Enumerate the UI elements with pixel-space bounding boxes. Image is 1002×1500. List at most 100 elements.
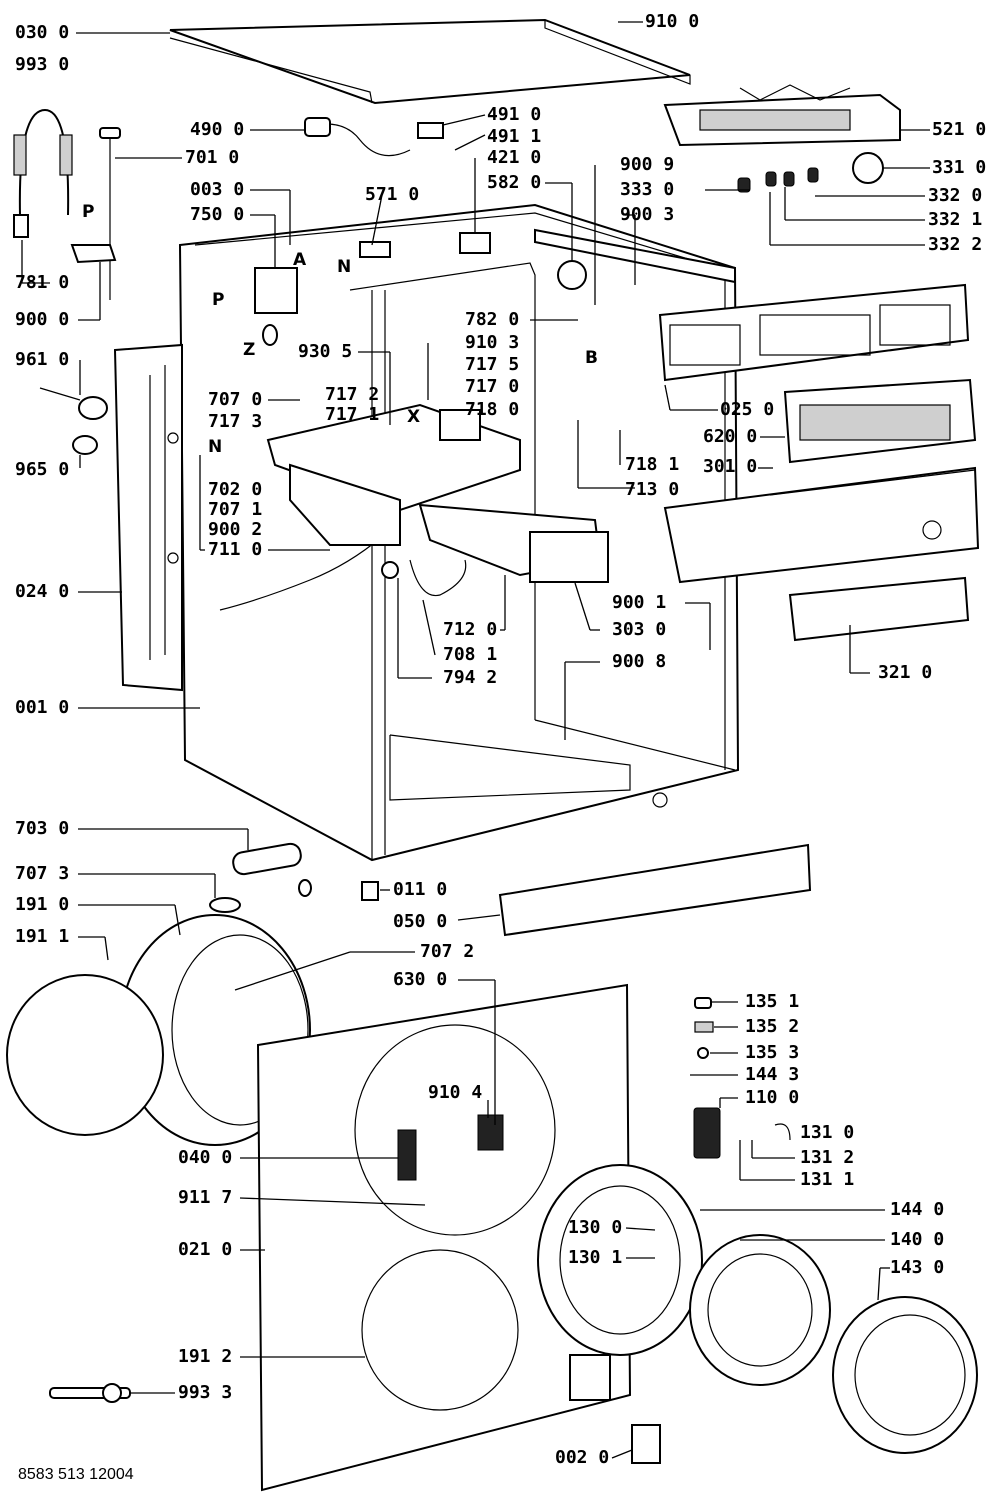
- hoses-708-794: [381, 559, 467, 597]
- callout-130-1: 130 1: [568, 1247, 623, 1268]
- callout-321-0: 321 0: [878, 662, 933, 683]
- callout-191-2: 191 2: [178, 1346, 233, 1367]
- control-panel-025: [658, 283, 970, 382]
- callout-703-0: 703 0: [15, 818, 70, 839]
- callout-490-0: 490 0: [190, 119, 245, 140]
- foot-011: [361, 881, 379, 901]
- callout-421-0: 421 0: [487, 147, 542, 168]
- callout-620-0: 620 0: [703, 426, 758, 447]
- callout-718-1: 718 1: [625, 454, 680, 475]
- seal-965: [72, 435, 98, 455]
- marker-x: X: [407, 407, 421, 427]
- plinth-050: [498, 843, 812, 937]
- callout-717-2: 717 2: [325, 384, 380, 405]
- marker-z: Z: [243, 340, 256, 360]
- seal-707-3: [209, 897, 241, 913]
- callout-332-1: 332 1: [928, 209, 983, 230]
- callout-900-1: 900 1: [612, 592, 667, 613]
- callout-135-2: 135 2: [745, 1016, 800, 1037]
- callout-930-5: 930 5: [298, 341, 353, 362]
- callout-333-0: 333 0: [620, 179, 675, 200]
- callout-144-3: 144 3: [745, 1064, 800, 1085]
- callout-303-0: 303 0: [612, 619, 667, 640]
- callout-794-2: 794 2: [443, 667, 498, 688]
- callout-001-0: 001 0: [15, 697, 70, 718]
- callout-130-0: 130 0: [568, 1217, 623, 1238]
- callout-050-0: 050 0: [393, 911, 448, 932]
- callout-701-0: 701 0: [185, 147, 240, 168]
- callout-782-0: 782 0: [465, 309, 520, 330]
- bracket-900-0: [70, 244, 117, 264]
- marker-n-top: N: [337, 257, 352, 277]
- callout-140-0: 140 0: [890, 1229, 945, 1250]
- back-panel: [113, 343, 183, 692]
- callout-521-0: 521 0: [932, 119, 987, 140]
- callout-707-0: 707 0: [208, 389, 263, 410]
- callout-030-0: 030 0: [15, 22, 70, 43]
- callout-702-0: 702 0: [208, 479, 263, 500]
- callout-717-1: 717 1: [325, 404, 380, 425]
- callout-491-1: 491 1: [487, 126, 542, 147]
- callout-717-3: 717 3: [208, 411, 263, 432]
- tool-993-3: [49, 1383, 131, 1403]
- callout-707-3: 707 3: [15, 863, 70, 884]
- callout-003-0: 003 0: [190, 179, 245, 200]
- callout-131-0: 131 0: [800, 1122, 855, 1143]
- filter-571: [359, 241, 391, 258]
- bracket-750: [254, 267, 298, 346]
- callout-021-0: 021 0: [178, 1239, 233, 1260]
- solenoid-valve-718: [439, 409, 481, 441]
- label-plate-321: [788, 576, 970, 642]
- callout-707-1: 707 1: [208, 499, 263, 520]
- door-frame-144: [537, 1164, 703, 1356]
- callout-900-9: 900 9: [620, 154, 675, 175]
- callout-131-1: 131 1: [800, 1169, 855, 1190]
- suppressor-421: [459, 232, 491, 254]
- valve-pipe-701: [99, 127, 121, 300]
- callout-707-2: 707 2: [420, 941, 475, 962]
- callout-711-0: 711 0: [208, 539, 263, 560]
- electronic-board-620: [783, 378, 977, 464]
- callout-301-0: 301 0: [703, 456, 758, 477]
- callout-713-0: 713 0: [625, 479, 680, 500]
- callout-110-0: 110 0: [745, 1087, 800, 1108]
- door-outer-143: [832, 1296, 978, 1454]
- callout-135-1: 135 1: [745, 991, 800, 1012]
- callout-961-0: 961 0: [15, 349, 70, 370]
- marker-b: B: [585, 348, 598, 368]
- callout-910-3: 910 3: [465, 332, 520, 353]
- cover-002: [631, 1424, 661, 1464]
- callout-191-1: 191 1: [15, 926, 70, 947]
- marker-p-bracket: P: [212, 290, 225, 310]
- programmer-block-521: [663, 84, 901, 147]
- glass-140: [689, 1234, 831, 1386]
- callout-900-3: 900 3: [620, 204, 675, 225]
- callout-135-3: 135 3: [745, 1042, 800, 1063]
- marker-p-left: P: [82, 202, 95, 222]
- callout-993-0: 993 0: [15, 54, 70, 75]
- callout-571-0: 571 0: [365, 184, 420, 205]
- hinge-parts: [690, 997, 791, 1159]
- callout-131-2: 131 2: [800, 1147, 855, 1168]
- callout-002-0: 002 0: [555, 1447, 610, 1468]
- top-lid-part: [169, 18, 691, 105]
- pressure-switch-582: [557, 260, 587, 290]
- small-buttons: [737, 167, 819, 193]
- cable-490: [304, 117, 444, 157]
- callout-024-0: 024 0: [15, 581, 70, 602]
- drawing-number: 8583 513 12004: [18, 1466, 134, 1483]
- callout-910-0: 910 0: [645, 11, 700, 32]
- pipe-703: [232, 842, 312, 897]
- callout-717-0: 717 0: [465, 376, 520, 397]
- callout-191-0: 191 0: [15, 894, 70, 915]
- callout-993-3: 993 3: [178, 1382, 233, 1403]
- callout-718-0: 718 0: [465, 399, 520, 420]
- callout-750-0: 750 0: [190, 204, 245, 225]
- callout-900-0: 900 0: [15, 309, 70, 330]
- marker-a: A: [293, 250, 307, 270]
- callout-712-0: 712 0: [443, 619, 498, 640]
- front-panel-021: [256, 983, 632, 1492]
- callout-143-0: 143 0: [890, 1257, 945, 1278]
- callout-900-2: 900 2: [208, 519, 263, 540]
